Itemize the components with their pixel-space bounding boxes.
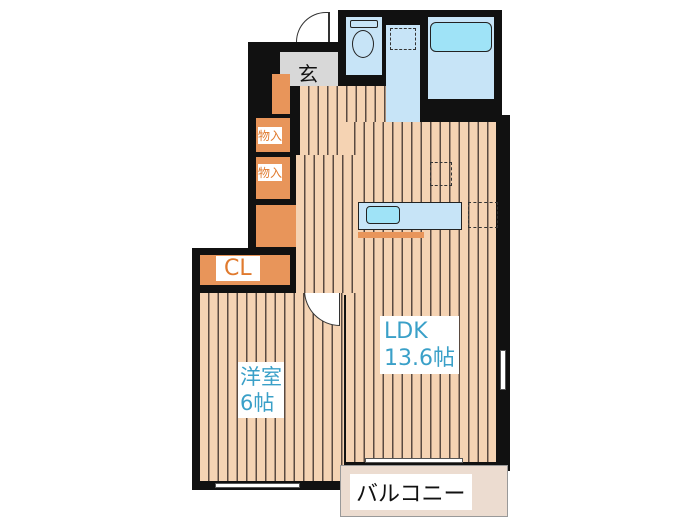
ldk-side-window[interactable]	[500, 350, 506, 390]
closet-label: CL	[216, 256, 260, 281]
western-room-name: 洋室	[240, 365, 282, 389]
entrance-label: 玄	[298, 62, 318, 86]
ldk-floor-left	[296, 155, 356, 293]
storage-3	[256, 205, 296, 247]
stove-space-icon	[468, 202, 498, 228]
refrigerator-space-icon	[430, 162, 452, 186]
kitchen-sink-icon	[366, 206, 400, 224]
entrance-door-icon[interactable]	[296, 12, 330, 42]
ldk-floor	[346, 122, 496, 462]
ldk-label: LDK 13.6帖	[380, 316, 459, 374]
balcony-label: バルコニー	[350, 474, 472, 510]
storage-1-label: 物入	[258, 127, 283, 144]
washer-space-icon	[390, 28, 416, 50]
ldk-balcony-window[interactable]	[365, 458, 463, 463]
toilet-bowl-icon	[352, 30, 374, 58]
counter-edge	[358, 232, 424, 238]
storage-2-label: 物入	[258, 164, 283, 181]
western-room-label: 洋室 6帖	[238, 362, 284, 418]
ldk-name: LDK	[384, 319, 428, 344]
hallway-floor	[300, 86, 386, 156]
western-room-size: 6帖	[240, 391, 275, 415]
storage-top	[272, 74, 290, 114]
toilet-tank	[350, 20, 378, 28]
ldk-size: 13.6帖	[384, 346, 455, 371]
western-window[interactable]	[215, 483, 300, 488]
bathtub-icon	[430, 22, 492, 52]
